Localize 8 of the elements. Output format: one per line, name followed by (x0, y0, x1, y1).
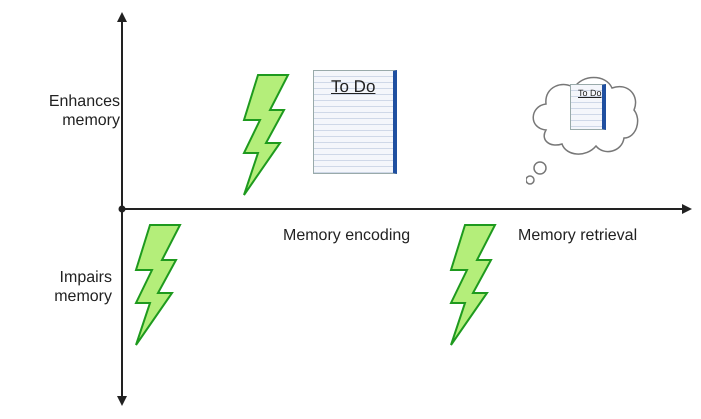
notebook-title: To Do (578, 88, 602, 98)
notebook-icon (313, 70, 397, 174)
axis-label: Enhances memory (48, 92, 120, 130)
axis-label: Memory encoding (283, 226, 412, 245)
axis-label: Memory retrieval (518, 226, 638, 245)
axis-label: Impairs memory (53, 268, 112, 306)
notebook-title: To Do (331, 77, 376, 97)
notebook-icon (570, 84, 606, 130)
